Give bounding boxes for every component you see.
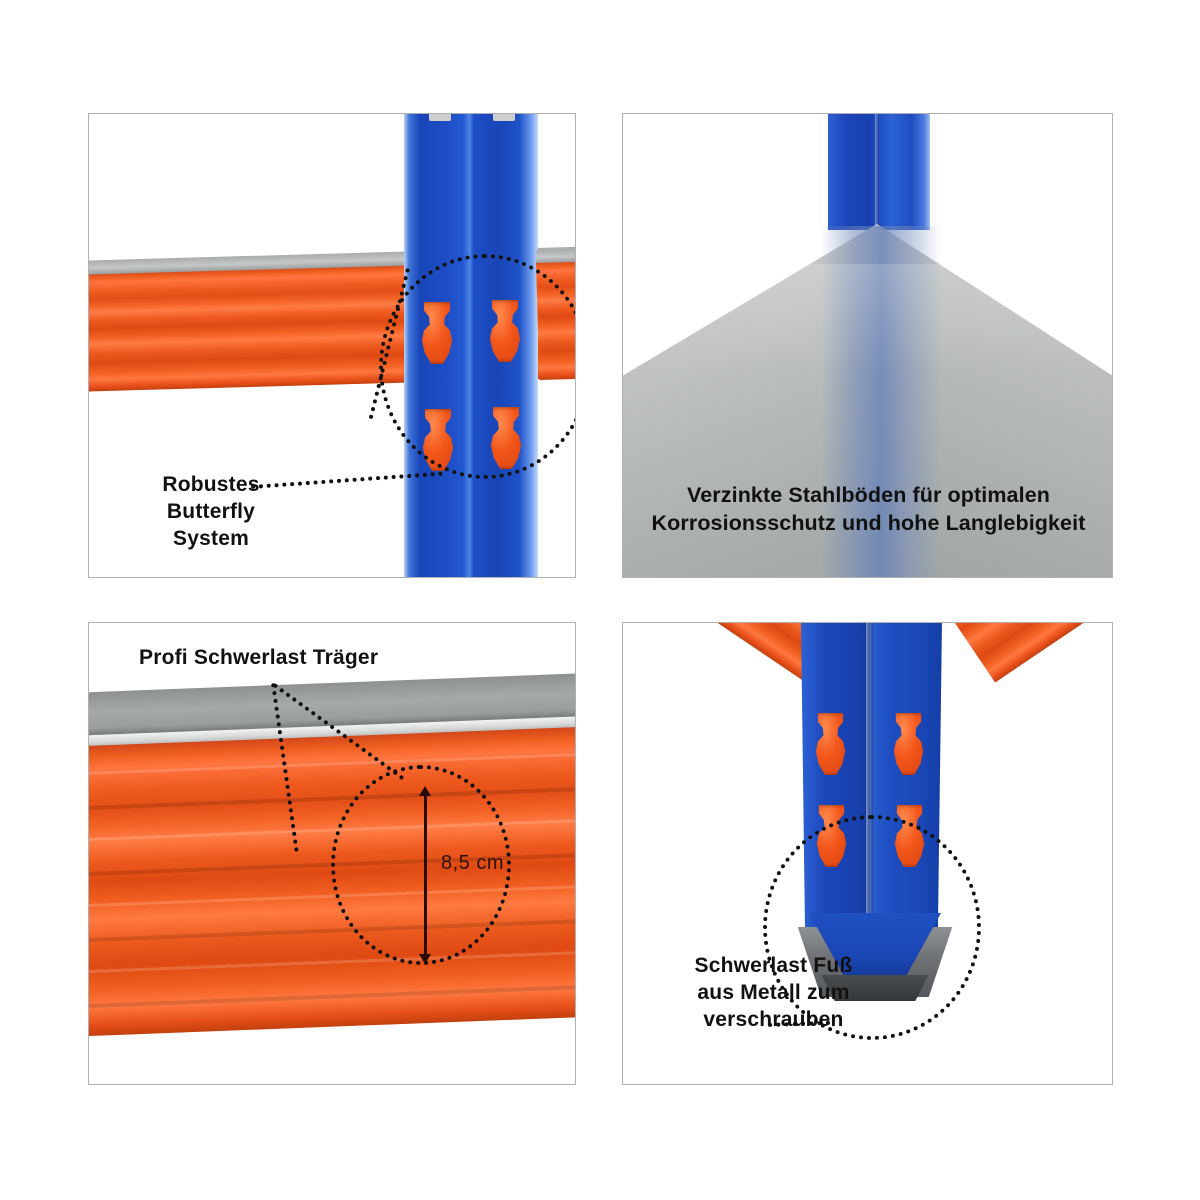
panel-butterfly-system: Robustes Butterfly System xyxy=(88,113,576,578)
dimension-arrow-beam-height xyxy=(419,786,431,964)
photo-butterfly-system: Robustes Butterfly System xyxy=(89,114,575,577)
callout-circle-butterfly xyxy=(379,254,575,479)
post-reflection xyxy=(821,226,941,577)
post-notch-right xyxy=(493,114,515,121)
dimension-label-beam-height: 8,5 cm xyxy=(441,852,505,874)
panel-heavy-duty-beam: 8,5 cm Profi Schwerlast Träger xyxy=(88,622,576,1085)
callout-circle-metal-foot xyxy=(763,815,981,1040)
butterfly-hole xyxy=(893,713,924,775)
label-galvanised-shelf: Verzinkte Stahlböden für optimalen Korro… xyxy=(651,483,1086,535)
photo-metal-foot: Schwerlast Fuß aus Metall zum verschraub… xyxy=(623,623,1112,1084)
panel-galvanised-shelf: Verzinkte Stahlböden für optimalen Korro… xyxy=(622,113,1113,578)
post-notch-left xyxy=(429,114,451,121)
butterfly-hole xyxy=(815,713,846,775)
photo-galvanised-shelf: Verzinkte Stahlböden für optimalen Korro… xyxy=(623,114,1112,577)
label-heavy-duty-beam: Profi Schwerlast Träger xyxy=(139,646,379,669)
shelf-edge-strip-right xyxy=(536,248,575,263)
panel-metal-foot: Schwerlast Fuß aus Metall zum verschraub… xyxy=(622,622,1113,1085)
label-butterfly-system: Robustes Butterfly System xyxy=(162,473,260,550)
post-corner-crease xyxy=(875,114,879,230)
shelf-sheen xyxy=(623,264,1112,444)
post-corner-crease xyxy=(866,623,873,946)
photo-heavy-duty-beam: 8,5 cm Profi Schwerlast Träger xyxy=(89,623,575,1084)
orange-beam-right xyxy=(928,623,1112,683)
label-metal-foot: Schwerlast Fuß aus Metall zum verschraub… xyxy=(694,954,853,1031)
blue-corner-post xyxy=(828,114,930,230)
